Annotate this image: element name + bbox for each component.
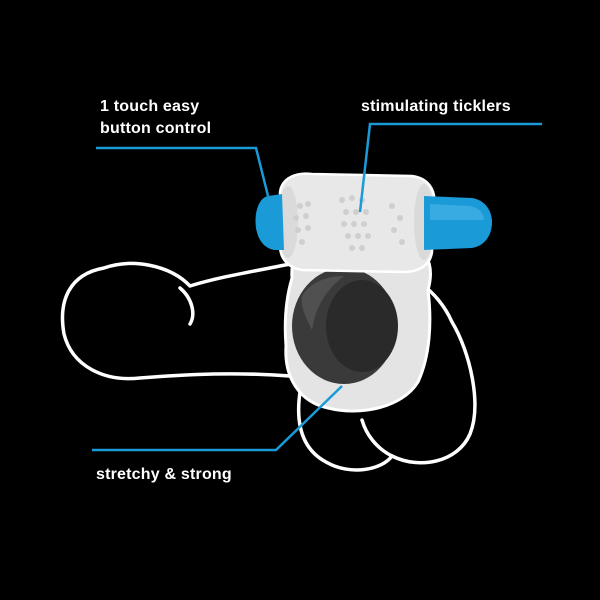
- nub: [293, 215, 299, 221]
- bullet-left-end: [255, 194, 284, 250]
- button-control-label-line-2: button control: [100, 120, 212, 137]
- nub: [345, 233, 351, 239]
- ticklers-leader: [358, 122, 542, 213]
- head-ridge-outline: [178, 286, 195, 326]
- button-control-label: 1 touch easy button control: [100, 96, 211, 140]
- nub: [305, 201, 311, 207]
- anatomy-outline: [60, 260, 477, 472]
- nub: [303, 213, 309, 219]
- bullet-vibrator: [255, 194, 492, 250]
- scrotum-seam-outline: [360, 418, 394, 458]
- nub: [355, 233, 361, 239]
- nub: [361, 221, 367, 227]
- button-control-leader: [96, 146, 270, 197]
- nub: [391, 227, 397, 233]
- nub: [349, 245, 355, 251]
- ring-body: [278, 172, 436, 413]
- nub: [295, 227, 301, 233]
- nub: [299, 239, 305, 245]
- ticklers-label: stimulating ticklers: [361, 98, 511, 115]
- nub: [351, 221, 357, 227]
- ring-opening-shade: [301, 276, 344, 330]
- nub: [397, 215, 403, 221]
- nub: [297, 203, 303, 209]
- nub: [365, 233, 371, 239]
- bullet-sleeve: [278, 172, 436, 274]
- nub: [343, 209, 349, 215]
- stretchy-leader: [92, 385, 343, 452]
- scrotum-outline: [296, 284, 477, 472]
- nub: [305, 225, 311, 231]
- nub: [359, 245, 365, 251]
- nub: [339, 197, 345, 203]
- stretchy-label: stretchy & strong: [96, 466, 232, 483]
- nub: [349, 195, 355, 201]
- nub: [389, 203, 395, 209]
- nub: [353, 209, 359, 215]
- bullet-right-end: [424, 196, 492, 250]
- ring-opening-depth: [326, 280, 398, 372]
- nub: [399, 239, 405, 245]
- callout-lines: [92, 122, 542, 452]
- nub: [363, 209, 369, 215]
- nub: [341, 221, 347, 227]
- bullet-right-highlight: [430, 204, 484, 220]
- shaft-outline: [60, 260, 302, 381]
- button-control-label-line-1: 1 touch easy: [100, 98, 200, 115]
